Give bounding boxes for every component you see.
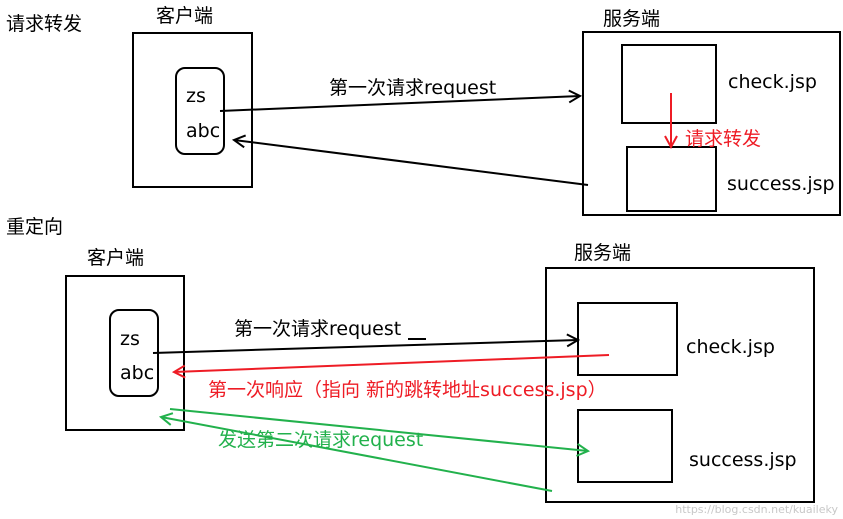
forward-success-page-box [626, 146, 717, 212]
redirect-success-page-box [577, 409, 673, 483]
redirect-request-label: 第一次请求request [234, 318, 401, 340]
forward-client-field-username: zs [186, 85, 206, 107]
forward-section-title: 请求转发 [6, 13, 82, 35]
forward-server-label: 服务端 [603, 8, 660, 30]
redirect-second-request-arrow [169, 408, 588, 451]
redirect-second-request-label: 发送第二次请求request [218, 429, 423, 451]
redirect-server-label: 服务端 [574, 242, 631, 264]
forward-request-label: 第一次请求request [329, 77, 496, 99]
forward-check-page-label: check.jsp [728, 71, 817, 93]
watermark: https://blog.csdn.net/kuaileky [675, 503, 838, 516]
redirect-success-page-label: success.jsp [689, 449, 797, 471]
forward-client-field-password: abc [186, 120, 220, 142]
redirect-request-arrow [152, 340, 578, 354]
forward-check-page-box [621, 44, 717, 124]
redirect-check-page-label: check.jsp [686, 336, 775, 358]
redirect-server-box [545, 267, 815, 503]
redirect-client-field-username: zs [120, 328, 140, 350]
forward-server-box [582, 31, 841, 216]
redirect-check-page-box [577, 302, 678, 376]
redirect-client-label: 客户端 [87, 247, 144, 269]
redirect-response-label: 第一次响应（指向 新的跳转地址success.jsp） [208, 379, 607, 401]
redirect-response-arrow [174, 354, 610, 372]
redirect-client-field-password: abc [120, 362, 154, 384]
forward-client-label: 客户端 [156, 5, 213, 27]
forward-dispatch-label: 请求转发 [685, 128, 761, 150]
redirect-section-title: 重定向 [6, 216, 63, 238]
forward-response-arrow [234, 140, 589, 186]
forward-success-page-label: success.jsp [727, 173, 835, 195]
forward-request-arrow [219, 96, 580, 112]
redirect-second-request-return-arrow [161, 417, 553, 492]
